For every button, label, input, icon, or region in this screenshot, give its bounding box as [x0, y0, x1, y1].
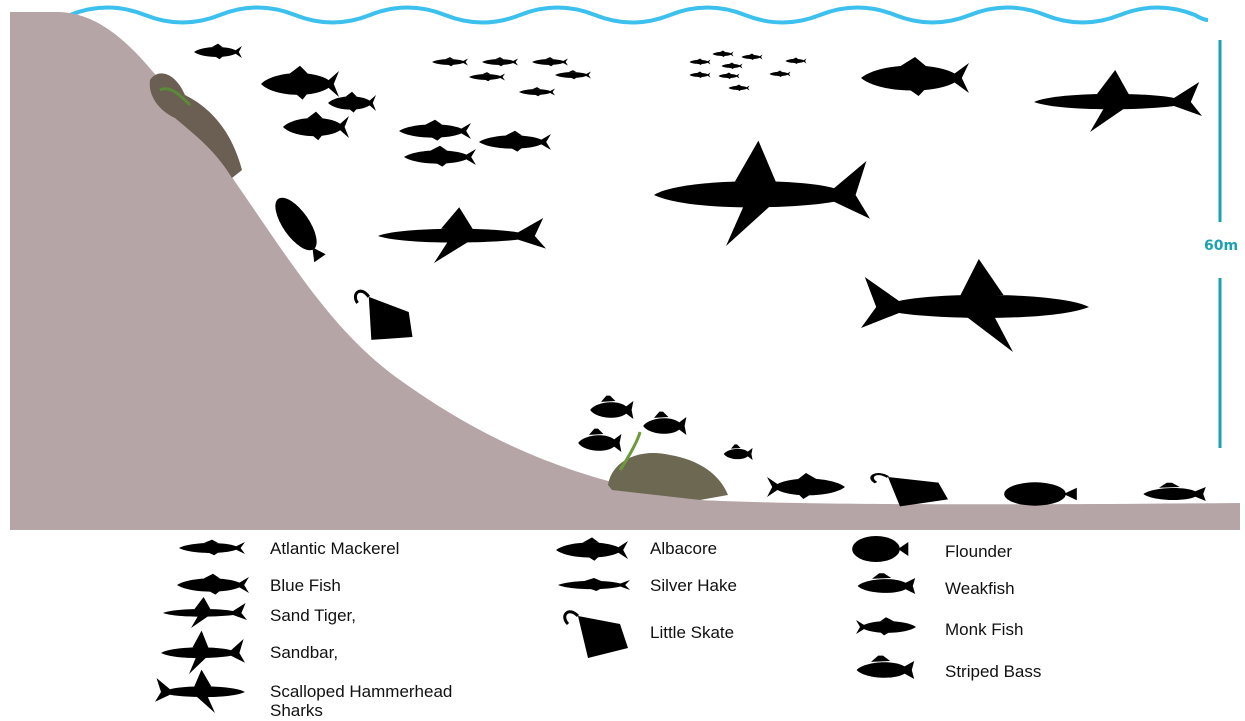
legend-label-scalloped-hammerhead: Scalloped Hammerhead: [270, 681, 452, 702]
seafloor-flounder: [1004, 482, 1077, 505]
albacore: [861, 57, 969, 96]
sand-tiger-shark: [378, 207, 546, 263]
legend-label-atlantic-mackerel: Atlantic Mackerel: [270, 538, 399, 559]
legend-icon-albacore: [556, 537, 628, 560]
reef-fish: [590, 396, 633, 419]
herring-school: [690, 51, 807, 92]
monk-fish: [767, 473, 845, 499]
legend-icon-silver-hake: [558, 578, 630, 591]
seafloor-weakfish: [1143, 483, 1205, 501]
legend-label-sandbar: Sandbar,: [270, 642, 338, 663]
seabed-slope: [10, 12, 1240, 530]
bluefish: [479, 131, 551, 152]
water-surface-line: [70, 8, 1208, 23]
legend-label-sand-tiger: Sand Tiger,: [270, 605, 356, 626]
striped-bass-fish: [283, 112, 349, 141]
reef-fish: [643, 412, 686, 435]
legend-label-blue-fish: Blue Fish: [270, 575, 341, 596]
reef-fish: [724, 444, 753, 460]
seafloor-little-skate: [872, 474, 948, 506]
depth-scale-label: 60m: [1204, 238, 1238, 254]
legend-icon-striped-bass: [857, 656, 915, 679]
striped-bass-fish: [261, 66, 339, 100]
legend-icon-weakfish: [858, 573, 916, 594]
legend-label-silver-hake: Silver Hake: [650, 575, 737, 596]
slope-little-skate: [348, 290, 418, 346]
atlantic-mackerel-fish: [194, 44, 242, 60]
hammerhead-shark: [861, 259, 1089, 352]
legend-icon-hammerhead: [155, 670, 245, 713]
striped-bass-fish: [328, 92, 376, 113]
legend-icon-flounder: [852, 536, 908, 562]
lower-rock-outcrop: [608, 432, 728, 500]
legend-icon-sand-tiger: [163, 597, 247, 628]
legend-label-little-skate: Little Skate: [650, 622, 734, 643]
legend-label-monk-fish: Monk Fish: [945, 619, 1023, 640]
bluefish: [404, 146, 476, 167]
legend-label-flounder: Flounder: [945, 541, 1012, 562]
legend-label-striped-bass: Striped Bass: [945, 661, 1041, 682]
legend-label-albacore: Albacore: [650, 538, 717, 559]
blue-shark: [1034, 70, 1202, 132]
legend-label-sharks: Sharks: [270, 700, 323, 721]
legend-icon-blue-fish: [177, 574, 249, 595]
reef-fish: [578, 429, 621, 452]
legend-icon-little-skate: [565, 612, 628, 658]
sandbar-shark: [654, 141, 870, 246]
legend-icon-monk-fish: [856, 617, 916, 635]
mackerel-school: [432, 57, 591, 96]
bluefish: [399, 120, 471, 141]
legend-icon-sandbar: [161, 631, 245, 674]
legend-label-weakfish: Weakfish: [945, 578, 1015, 599]
legend-icon-atlantic-mackerel: [179, 540, 245, 556]
